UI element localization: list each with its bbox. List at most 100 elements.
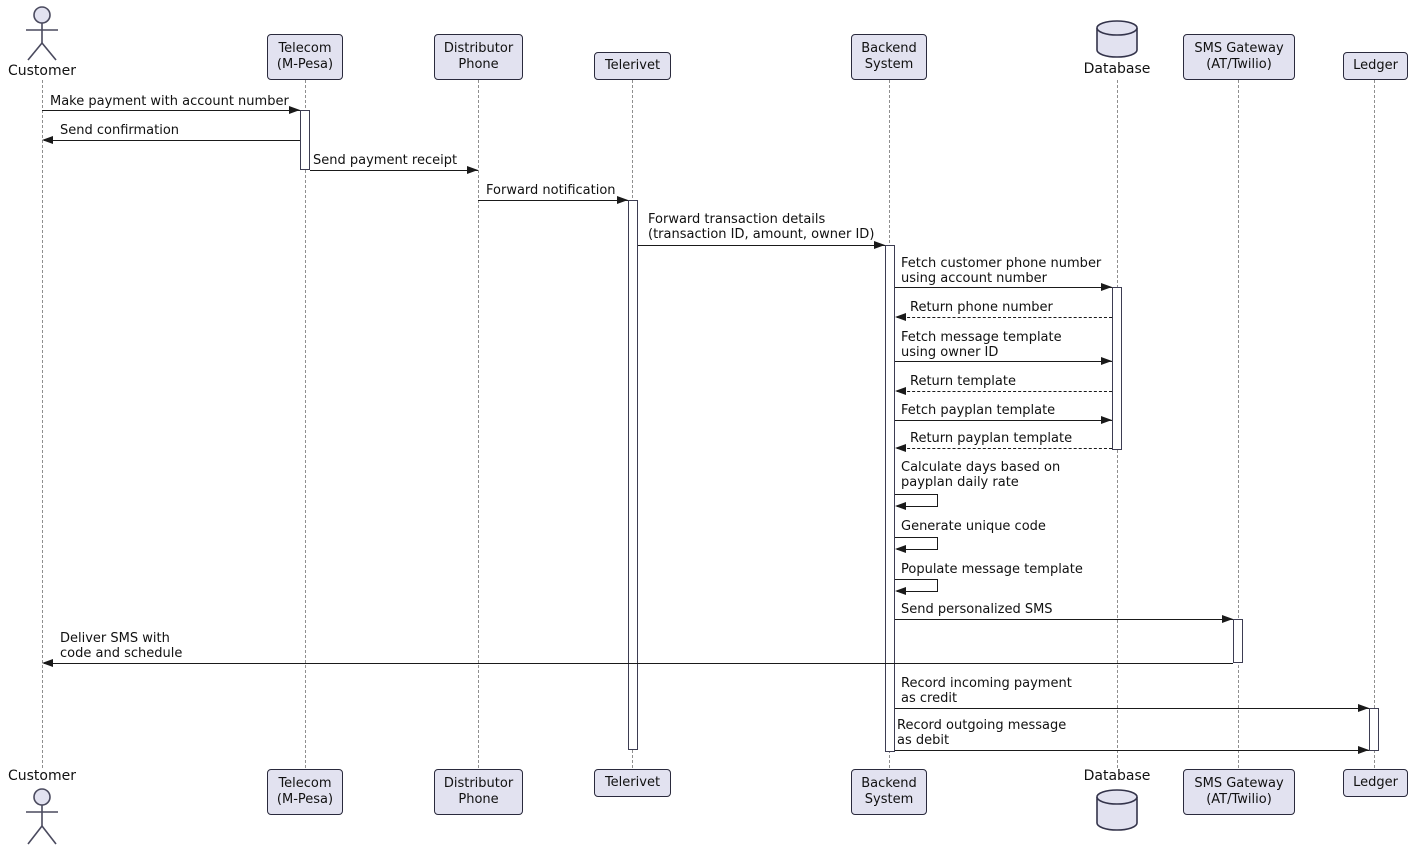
arrowhead bbox=[895, 444, 906, 452]
message-label: Record outgoing message as debit bbox=[897, 718, 1066, 748]
participant-label: (M-Pesa) bbox=[276, 792, 334, 807]
message-label-line: Forward transaction details bbox=[648, 212, 826, 227]
participant-telerivet-top: Telerivet bbox=[594, 52, 671, 80]
arrowhead bbox=[1358, 746, 1369, 754]
message-line bbox=[895, 619, 1233, 620]
message-label: Deliver SMS with code and schedule bbox=[60, 631, 182, 661]
message-label: Forward transaction details (transaction… bbox=[648, 212, 874, 242]
participant-label: Telerivet bbox=[604, 58, 661, 73]
lifeline-customer bbox=[42, 80, 43, 768]
message-line bbox=[42, 110, 300, 111]
message-label: Record incoming payment as credit bbox=[901, 676, 1072, 706]
participant-label: (M-Pesa) bbox=[276, 57, 334, 72]
message-label-line: Fetch customer phone number bbox=[901, 256, 1102, 271]
lifeline-distributor bbox=[478, 80, 479, 768]
message-label-line: Calculate days based on bbox=[901, 460, 1061, 475]
arrowhead bbox=[895, 502, 906, 510]
message-label-line: Fetch message template bbox=[901, 330, 1062, 345]
lifeline-telecom bbox=[305, 80, 306, 768]
arrowhead bbox=[895, 313, 906, 321]
participant-label: SMS Gateway bbox=[1194, 41, 1284, 56]
arrowhead bbox=[289, 106, 300, 114]
message-label: Fetch customer phone number using accoun… bbox=[901, 256, 1101, 286]
arrowhead bbox=[617, 196, 628, 204]
message-label-line: Record outgoing message bbox=[897, 718, 1067, 733]
message-label: Send personalized SMS bbox=[901, 602, 1053, 617]
message-label: Return phone number bbox=[910, 300, 1053, 315]
message-line bbox=[895, 361, 1112, 362]
message-line bbox=[638, 245, 885, 246]
arrowhead bbox=[1101, 357, 1112, 365]
participant-telecom-bottom: Telecom (M-Pesa) bbox=[267, 769, 343, 815]
participant-label: System bbox=[864, 57, 914, 72]
activation-telecom bbox=[300, 110, 310, 170]
self-arrow-bottom bbox=[897, 591, 938, 592]
self-arrow-top bbox=[895, 494, 938, 495]
participant-telerivet-bottom: Telerivet bbox=[594, 769, 671, 797]
participant-label: Phone bbox=[458, 57, 499, 72]
message-label: Fetch message template using owner ID bbox=[901, 330, 1062, 360]
activation-database bbox=[1112, 287, 1122, 450]
message-line bbox=[44, 140, 300, 141]
message-line bbox=[895, 420, 1112, 421]
self-arrow-top bbox=[895, 579, 938, 580]
arrowhead bbox=[42, 136, 53, 144]
participant-label: Backend bbox=[861, 41, 917, 56]
message-label: Make payment with account number bbox=[50, 94, 289, 109]
message-line bbox=[478, 200, 628, 201]
participant-label: Ledger bbox=[1353, 58, 1398, 73]
message-label-line: as credit bbox=[901, 691, 958, 706]
message-label: Return payplan template bbox=[910, 431, 1073, 446]
arrowhead bbox=[1358, 704, 1369, 712]
participant-label: Distributor bbox=[443, 776, 514, 791]
participant-label: SMS Gateway bbox=[1194, 776, 1284, 791]
message-line bbox=[897, 317, 1112, 318]
activation-telerivet bbox=[628, 200, 638, 750]
participant-label: Telecom bbox=[278, 41, 332, 56]
arrowhead bbox=[874, 241, 885, 249]
participant-label: (AT/Twilio) bbox=[1206, 792, 1272, 807]
self-arrow-side bbox=[937, 494, 938, 506]
message-label-line: using account number bbox=[901, 271, 1047, 286]
message-label: Generate unique code bbox=[901, 519, 1046, 534]
participant-label: System bbox=[864, 792, 914, 807]
activation-sms-gateway bbox=[1233, 619, 1243, 663]
participant-telecom-top: Telecom (M-Pesa) bbox=[267, 34, 343, 80]
participant-label: Telecom bbox=[278, 776, 332, 791]
message-label-line: using owner ID bbox=[901, 345, 999, 360]
message-line bbox=[895, 750, 1369, 751]
arrowhead bbox=[1101, 416, 1112, 424]
participant-label-database-bottom: Database bbox=[1083, 768, 1151, 784]
participant-backend-bottom: Backend System bbox=[851, 769, 927, 815]
message-label-line: code and schedule bbox=[60, 646, 183, 661]
actor-icon-bottom bbox=[26, 788, 58, 845]
database-icon-top bbox=[1096, 20, 1138, 58]
message-label-line: payplan daily rate bbox=[901, 475, 1019, 490]
message-line bbox=[897, 448, 1112, 449]
arrowhead bbox=[42, 659, 53, 667]
self-arrow-bottom bbox=[897, 549, 938, 550]
participant-sms-gateway-bottom: SMS Gateway (AT/Twilio) bbox=[1183, 769, 1295, 815]
message-label: Send payment receipt bbox=[313, 153, 458, 168]
participant-label-customer-top: Customer bbox=[7, 63, 76, 79]
self-arrow-side bbox=[937, 537, 938, 549]
database-icon-bottom bbox=[1096, 789, 1138, 831]
participant-distributor-top: Distributor Phone bbox=[434, 34, 523, 80]
self-arrow-side bbox=[937, 579, 938, 591]
participant-distributor-bottom: Distributor Phone bbox=[434, 769, 523, 815]
arrowhead bbox=[467, 166, 478, 174]
message-label: Calculate days based on payplan daily ra… bbox=[901, 460, 1060, 490]
participant-label: Distributor bbox=[443, 41, 514, 56]
message-line bbox=[895, 287, 1112, 288]
message-label: Populate message template bbox=[901, 562, 1083, 577]
arrowhead bbox=[895, 387, 906, 395]
actor-icon-top bbox=[26, 6, 58, 61]
participant-label-database-top: Database bbox=[1083, 61, 1151, 77]
message-label: Return template bbox=[910, 374, 1016, 389]
participant-sms-gateway-top: SMS Gateway (AT/Twilio) bbox=[1183, 34, 1295, 80]
message-label: Fetch payplan template bbox=[901, 403, 1056, 418]
arrowhead bbox=[895, 545, 906, 553]
participant-ledger-bottom: Ledger bbox=[1343, 769, 1408, 797]
message-label-line: Deliver SMS with bbox=[60, 631, 170, 646]
arrowhead bbox=[895, 587, 906, 595]
